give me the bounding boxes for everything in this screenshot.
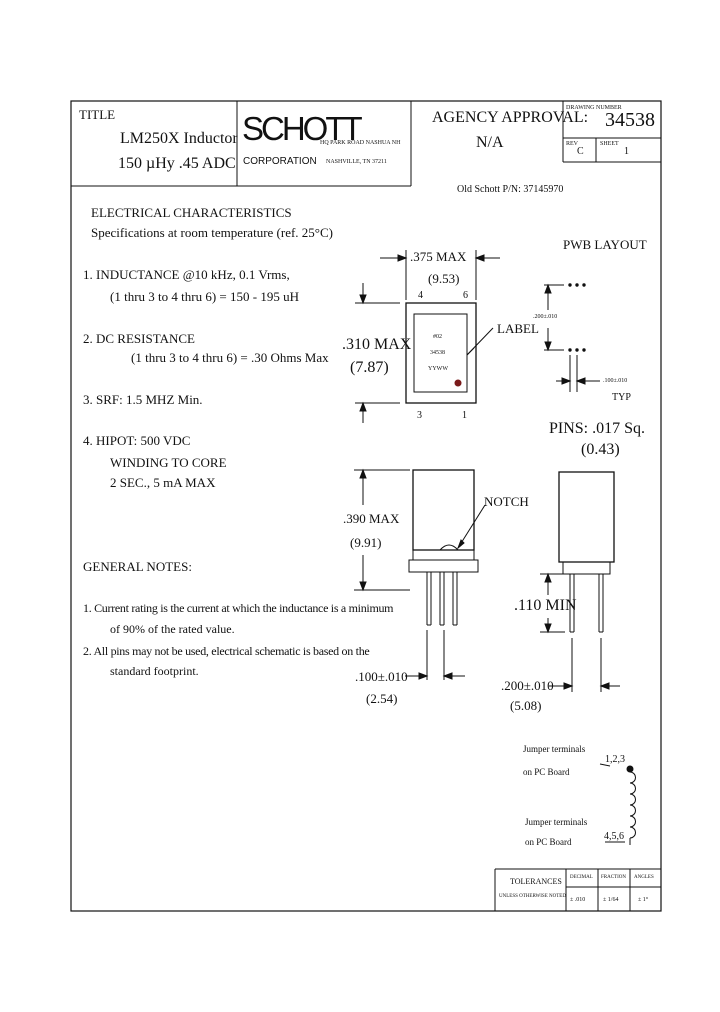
tolerance-angles-value: ± 1° (638, 897, 649, 903)
part-name: LM250X Inductor (120, 130, 238, 147)
pins-dimension: PINS: .017 Sq. (549, 420, 646, 437)
notch-callout: NOTCH (484, 494, 529, 509)
pwb-layout-title: PWB LAYOUT (563, 237, 647, 252)
drawing-number: 34538 (605, 109, 655, 131)
note-2-line2: standard footprint. (110, 664, 199, 678)
label-text-2: 34538 (430, 350, 445, 356)
spec-hipot-line3: 2 SEC., 5 mA MAX (110, 475, 216, 490)
tolerances-label: TOLERANCES (510, 877, 562, 886)
pwb-row-spacing: .200±.010 (533, 314, 558, 320)
width-dimension-mm: (9.53) (428, 271, 460, 286)
spec-srf: 3. SRF: 1.5 MHZ Min. (83, 392, 203, 407)
spec-inductance: 1. INDUCTANCE @10 kHz, 0.1 Vrms, (83, 267, 290, 282)
schematic-top-pins: 1,2,3 (605, 754, 625, 765)
label-text-1: #02 (433, 334, 442, 340)
rev-label: REV (566, 141, 578, 147)
schematic-bottom-note-2: on PC Board (525, 837, 572, 847)
schematic-top-note-1: Jumper terminals (523, 744, 586, 754)
side-pitch-dimension-mm: (5.08) (510, 698, 542, 713)
tolerance-decimal-head: DECIMAL (570, 875, 593, 880)
agency-approval-value: N/A (476, 134, 504, 151)
width-dimension: .375 MAX (410, 249, 467, 264)
label-text-3: YYWW (428, 366, 448, 372)
pwb-typ: TYP (612, 392, 631, 403)
electrical-heading: ELECTRICAL CHARACTERISTICS (91, 205, 292, 220)
pin-4-label: 4 (418, 290, 423, 301)
tolerance-angles-head: ANGLES (634, 875, 654, 880)
note-1-line2: of 90% of the rated value. (110, 622, 235, 636)
sheet-value: 1 (624, 146, 629, 157)
pin-6-label: 6 (463, 290, 468, 301)
tolerance-decimal-value: ± .010 (570, 897, 586, 903)
spec-dc-resistance-value: (1 thru 3 to 4 thru 6) = .30 Ohms Max (131, 350, 329, 365)
spec-hipot-line2: WINDING TO CORE (110, 455, 227, 470)
depth-dimension-mm: (7.87) (350, 359, 389, 376)
electrical-subheading: Specifications at room temperature (ref.… (91, 225, 333, 240)
agency-approval-label: AGENCY APPROVAL: (432, 109, 589, 126)
sheet-label: SHEET (600, 141, 619, 147)
lead-length-dimension: .110 MIN (514, 597, 577, 614)
part-rating: 150 µHy .45 ADC (118, 155, 236, 172)
old-part-number: Old Schott P/N: 37145970 (457, 184, 564, 195)
depth-dimension: .310 MAX (342, 336, 412, 353)
front-pitch-dimension: .100±.010 (355, 669, 408, 684)
height-dimension: .390 MAX (343, 511, 400, 526)
pin-1-label: 1 (462, 410, 467, 421)
note-2-line1: 2. All pins may not be used, electrical … (83, 644, 370, 658)
schematic-top-note-2: on PC Board (523, 767, 570, 777)
note-1-line1: 1. Current rating is the current at whic… (83, 601, 394, 615)
front-pitch-dimension-mm: (2.54) (366, 691, 398, 706)
pins-dimension-mm: (0.43) (581, 441, 620, 458)
side-pitch-dimension: .200±.010 (501, 678, 554, 693)
company-address-2: NASHVILLE, TN 37211 (326, 159, 387, 165)
schematic-bottom-note-1: Jumper terminals (525, 817, 588, 827)
spec-hipot: 4. HIPOT: 500 VDC (83, 433, 191, 448)
pwb-pin-pitch: .100±.010 (603, 378, 628, 384)
rev-value: C (577, 146, 584, 157)
spec-inductance-value: (1 thru 3 to 4 thru 6) = 150 - 195 uH (110, 289, 299, 304)
tolerance-fraction-value: ± 1/64 (603, 897, 619, 903)
company-address-1: HQ PARK ROAD NASHUA NH (320, 140, 401, 146)
schematic-bottom-pins: 4,5,6 (604, 831, 624, 842)
spec-dc-resistance: 2. DC RESISTANCE (83, 331, 195, 346)
pin-3-label: 3 (417, 410, 422, 421)
label-callout: LABEL (497, 321, 539, 336)
tolerance-fraction-head: FRACTION (601, 875, 627, 880)
drawing-number-label: DRAWING NUMBER (566, 105, 622, 111)
height-dimension-mm: (9.91) (350, 535, 382, 550)
company-name: CORPORATION (243, 156, 317, 167)
title-label: TITLE (79, 107, 116, 122)
company-logo: SCHOTT (242, 110, 363, 147)
tolerances-sub: UNLESS OTHERWISE NOTED (499, 894, 566, 899)
general-notes-heading: GENERAL NOTES: (83, 559, 192, 574)
